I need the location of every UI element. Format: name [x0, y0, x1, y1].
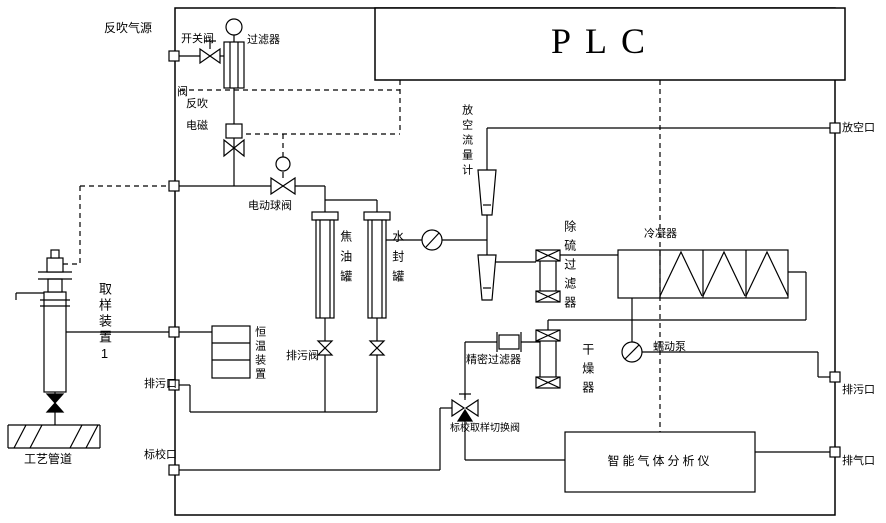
desulfurization-filter-symbol	[535, 249, 561, 303]
sampling-device-symbol	[15, 249, 72, 425]
backflush-solenoid-label-row1: 反吹	[186, 98, 208, 110]
process-pipeline-label: 工艺管道	[24, 452, 73, 466]
calibration-switch-valve-symbol	[451, 393, 479, 422]
thermostat-unit-symbol	[211, 325, 251, 379]
switch-valve-label: 开关阀	[181, 33, 214, 45]
thermostat-unit-label: 恒温装置	[253, 326, 266, 382]
control-signal-lines	[63, 80, 661, 432]
drain-port-left-label: 排污口	[144, 378, 177, 390]
drain-valve-symbols	[316, 340, 386, 356]
calibration-switch-valve-label: 标校取样切换阀	[450, 423, 520, 434]
gas-analyzer-label: 智能气体分析仪	[607, 454, 713, 468]
peristaltic-pump-label: 蠕动泵	[653, 341, 686, 353]
condenser-symbol	[617, 249, 789, 299]
condenser-label: 冷凝器	[644, 228, 677, 240]
backflush-solenoid-valve-symbol	[223, 123, 245, 158]
backflush-filter-symbol	[223, 41, 245, 89]
water-seal-tank-label: 水封罐	[390, 230, 405, 290]
vent-port-label: 放空口	[842, 122, 875, 134]
dryer-symbol	[535, 329, 561, 389]
peristaltic-pump-symbol	[621, 341, 643, 363]
plc-box	[374, 7, 846, 81]
tar-tank-symbol	[311, 211, 339, 319]
drain-valve-label: 排污阀	[286, 350, 319, 362]
port-connectors	[168, 50, 841, 476]
pressure-gauge-icon	[225, 18, 243, 42]
valve-char-label: 阀	[177, 86, 188, 98]
sampling-device-label: 取样装置1	[96, 282, 112, 364]
dryer-label: 干燥器	[580, 343, 595, 400]
backflush-solenoid-label-row2: 电磁	[186, 120, 208, 132]
calibration-port-label: 标校口	[144, 449, 177, 461]
filter-label: 过滤器	[247, 34, 280, 46]
desulfurization-filter-label: 除硫过滤器	[562, 220, 577, 315]
water-seal-tank-symbol	[363, 211, 391, 319]
precision-filter-label: 精密过滤器	[466, 354, 521, 366]
vent-flowmeter-symbol	[477, 169, 497, 301]
plc-title: PLC	[550, 21, 660, 61]
electric-ball-valve-label: 电动球阀	[248, 200, 292, 212]
vent-flowmeter-label: 放空流量计	[460, 104, 473, 179]
tar-tank-label: 焦油罐	[338, 230, 353, 290]
drain-port-right-label: 排污口	[842, 384, 875, 396]
electric-ball-valve-symbol	[270, 156, 296, 196]
exhaust-port-label: 排气口	[842, 455, 875, 467]
backflush-gas-source-label: 反吹气源	[104, 21, 153, 35]
switch-valve-symbol	[199, 40, 221, 65]
flow-lines	[66, 55, 831, 471]
precision-filter-symbol	[496, 332, 522, 352]
gas-analyzer-box	[564, 431, 756, 493]
process-pipe-symbol	[7, 424, 101, 449]
gas-pump-symbol	[421, 229, 443, 251]
